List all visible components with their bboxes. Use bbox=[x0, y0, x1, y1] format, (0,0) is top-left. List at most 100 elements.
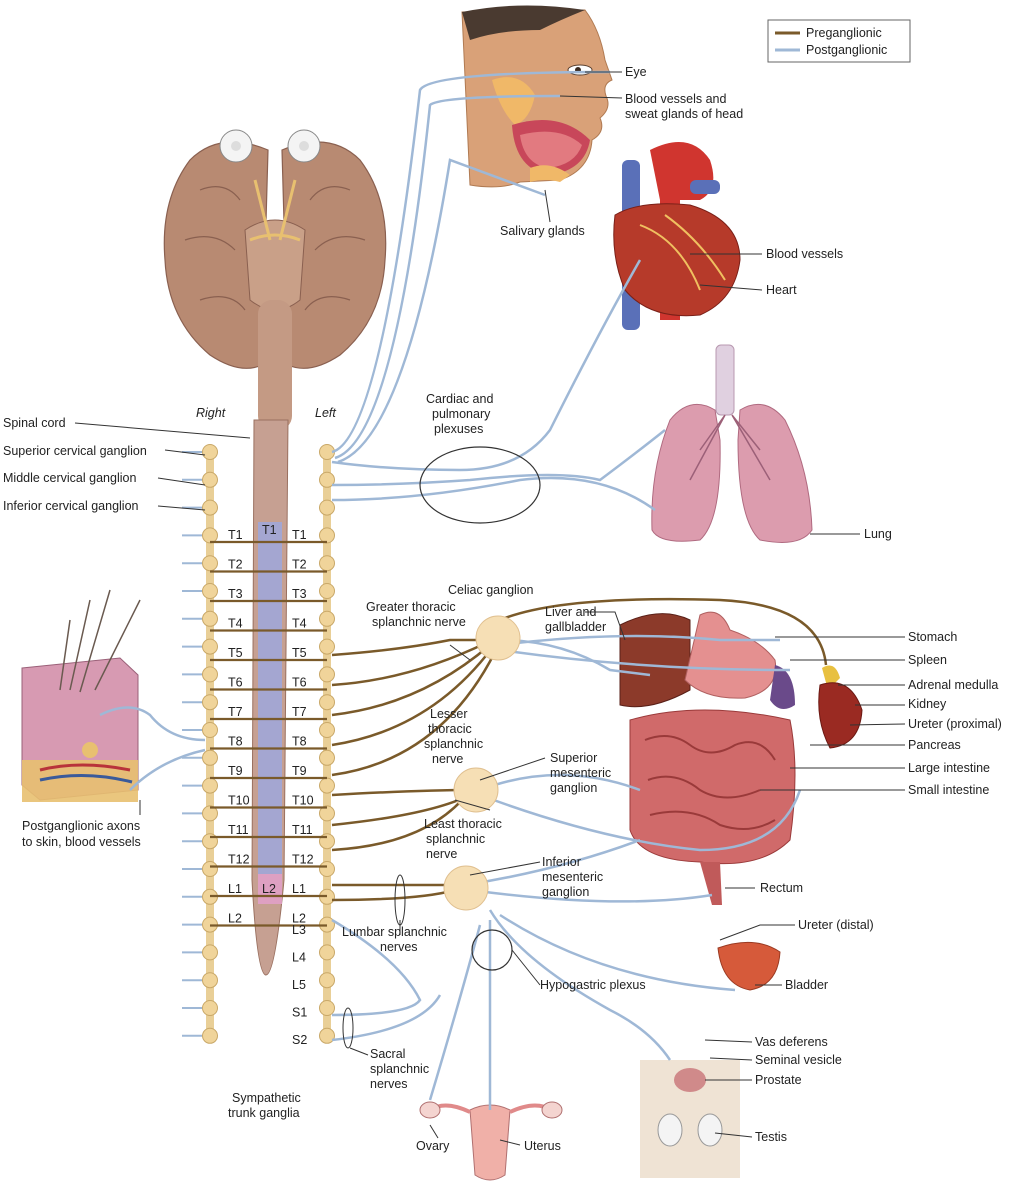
spinal-cord-illustration bbox=[251, 419, 289, 976]
trunk-ganglion bbox=[319, 749, 335, 766]
brain-illustration bbox=[163, 129, 387, 430]
left-trunk-rail bbox=[323, 446, 331, 1042]
segment-label-left-t4: T4 bbox=[292, 617, 307, 631]
trunk-ganglion bbox=[319, 861, 335, 877]
label-sup-mes-2: mesenteric bbox=[550, 766, 611, 780]
segment-label-left-l1: L1 bbox=[292, 882, 306, 896]
label-skin-axons-1: Postganglionic axons bbox=[22, 819, 140, 833]
segment-label-left-t11: T11 bbox=[292, 823, 313, 837]
label-spinal-cord: Spinal cord bbox=[3, 416, 66, 430]
label-prostate: Prostate bbox=[755, 1073, 802, 1087]
label-inf-mes-3: ganglion bbox=[542, 885, 589, 899]
label-greater-2: splanchnic nerve bbox=[372, 615, 466, 629]
legend-postganglionic: Postganglionic bbox=[806, 43, 887, 57]
label-liver-2: gallbladder bbox=[545, 620, 606, 634]
label-least-3: nerve bbox=[426, 847, 457, 861]
label-ureter-distal: Ureter (distal) bbox=[798, 918, 874, 932]
trunk-ganglion bbox=[319, 722, 335, 738]
label-superior-cervical-ganglion: Superior cervical ganglion bbox=[3, 444, 147, 458]
segment-connectors bbox=[210, 540, 327, 927]
trunk-ganglion bbox=[202, 694, 218, 711]
label-greater-1: Greater thoracic bbox=[366, 600, 456, 614]
segment-label-left-l2: L2 bbox=[292, 912, 306, 926]
label-lung: Lung bbox=[864, 527, 892, 541]
label-spleen: Spleen bbox=[908, 653, 947, 667]
label-trunk-1: Sympathetic bbox=[232, 1091, 301, 1105]
trunk-ganglion bbox=[202, 499, 218, 516]
label-lumbar-2: nerves bbox=[380, 940, 418, 954]
segment-label-right-t1: T1 bbox=[228, 528, 243, 542]
label-cardiac-2: pulmonary bbox=[432, 407, 491, 421]
segment-label-right-t12: T12 bbox=[228, 853, 250, 867]
label-lesser-4: nerve bbox=[432, 752, 463, 766]
label-head-vessels-2: sweat glands of head bbox=[625, 107, 743, 121]
segment-label-left-t1: T1 bbox=[292, 528, 307, 542]
trunk-ganglion bbox=[319, 499, 335, 516]
segment-label-left-t9: T9 bbox=[292, 764, 307, 778]
head-illustration bbox=[461, 5, 613, 188]
label-small-intestine: Small intestine bbox=[908, 783, 989, 797]
segment-label-right-l2: L2 bbox=[228, 912, 242, 926]
trunk-ganglion bbox=[202, 527, 218, 544]
trunk-ganglion bbox=[319, 972, 335, 989]
legend: Preganglionic Postganglionic bbox=[767, 19, 911, 63]
trunk-ganglion bbox=[202, 749, 218, 766]
heart-illustration bbox=[613, 142, 741, 330]
segment-label-right-t8: T8 bbox=[228, 735, 243, 749]
label-celiac-ganglion: Celiac ganglion bbox=[448, 583, 534, 597]
segment-label-right-t2: T2 bbox=[228, 558, 243, 572]
label-cardiac-1: Cardiac and bbox=[426, 392, 493, 406]
label-sacral-3: nerves bbox=[370, 1077, 408, 1091]
cord-label-t1: T1 bbox=[262, 523, 277, 537]
label-rectum: Rectum bbox=[760, 881, 803, 895]
preganglionic-fibers bbox=[331, 597, 828, 902]
label-skin-axons-2: to skin, blood vessels bbox=[22, 835, 141, 849]
label-large-intestine: Large intestine bbox=[908, 761, 990, 775]
segment-label-right-t9: T9 bbox=[228, 764, 243, 778]
trunk-ganglion bbox=[319, 471, 335, 488]
label-vas-deferens: Vas deferens bbox=[755, 1035, 828, 1049]
segment-label-left-t12: T12 bbox=[292, 853, 314, 867]
label-liver-1: Liver and bbox=[545, 605, 596, 619]
intestines-illustration bbox=[629, 709, 796, 905]
trunk-ganglion bbox=[319, 610, 335, 627]
trunk-ganglion bbox=[319, 694, 335, 711]
label-inf-mes-1: Inferior bbox=[542, 855, 581, 869]
label-sup-mes-1: Superior bbox=[550, 751, 597, 765]
label-head-vessels-1: Blood vessels and bbox=[625, 92, 727, 106]
uterus-illustration bbox=[419, 1101, 563, 1181]
leader-lines bbox=[74, 71, 906, 1146]
segment-label-left-t7: T7 bbox=[292, 705, 307, 719]
segment-label-right-t3: T3 bbox=[228, 587, 243, 601]
trunk-ganglion bbox=[202, 805, 218, 822]
segment-label-right-t10: T10 bbox=[228, 794, 250, 808]
right-trunk-rail bbox=[206, 446, 214, 1042]
segment-label-left-t5: T5 bbox=[292, 646, 307, 660]
labels-center: Cardiac and pulmonary plexuses Celiac ga… bbox=[342, 392, 646, 1091]
segment-label-left-t6: T6 bbox=[292, 676, 307, 690]
label-testis: Testis bbox=[755, 1130, 787, 1144]
labels-organs: Eye Blood vessels and sweat glands of he… bbox=[416, 65, 1002, 1153]
skin-illustration bbox=[21, 589, 141, 802]
label-least-1: Least thoracic bbox=[424, 817, 502, 831]
label-bladder: Bladder bbox=[785, 978, 828, 992]
label-uterus: Uterus bbox=[524, 1139, 561, 1153]
trunk-ganglion bbox=[319, 1000, 335, 1016]
trunk-ganglion bbox=[202, 583, 218, 599]
label-sup-mes-3: ganglion bbox=[550, 781, 597, 795]
trunk-ganglion bbox=[202, 471, 218, 488]
label-stomach: Stomach bbox=[908, 630, 957, 644]
segment-label-left-l5: L5 bbox=[292, 978, 306, 992]
label-sacral-1: Sacral bbox=[370, 1047, 405, 1061]
label-left: Left bbox=[315, 406, 336, 420]
trunk-ganglion bbox=[319, 583, 335, 599]
label-pancreas: Pancreas bbox=[908, 738, 961, 752]
postganglionic-fibers bbox=[99, 70, 802, 1110]
trunk-ganglion bbox=[202, 861, 218, 877]
label-inferior-cervical-ganglion: Inferior cervical ganglion bbox=[3, 499, 139, 513]
label-lumbar-1: Lumbar splanchnic bbox=[342, 925, 447, 939]
segment-label-left-t2: T2 bbox=[292, 558, 307, 572]
